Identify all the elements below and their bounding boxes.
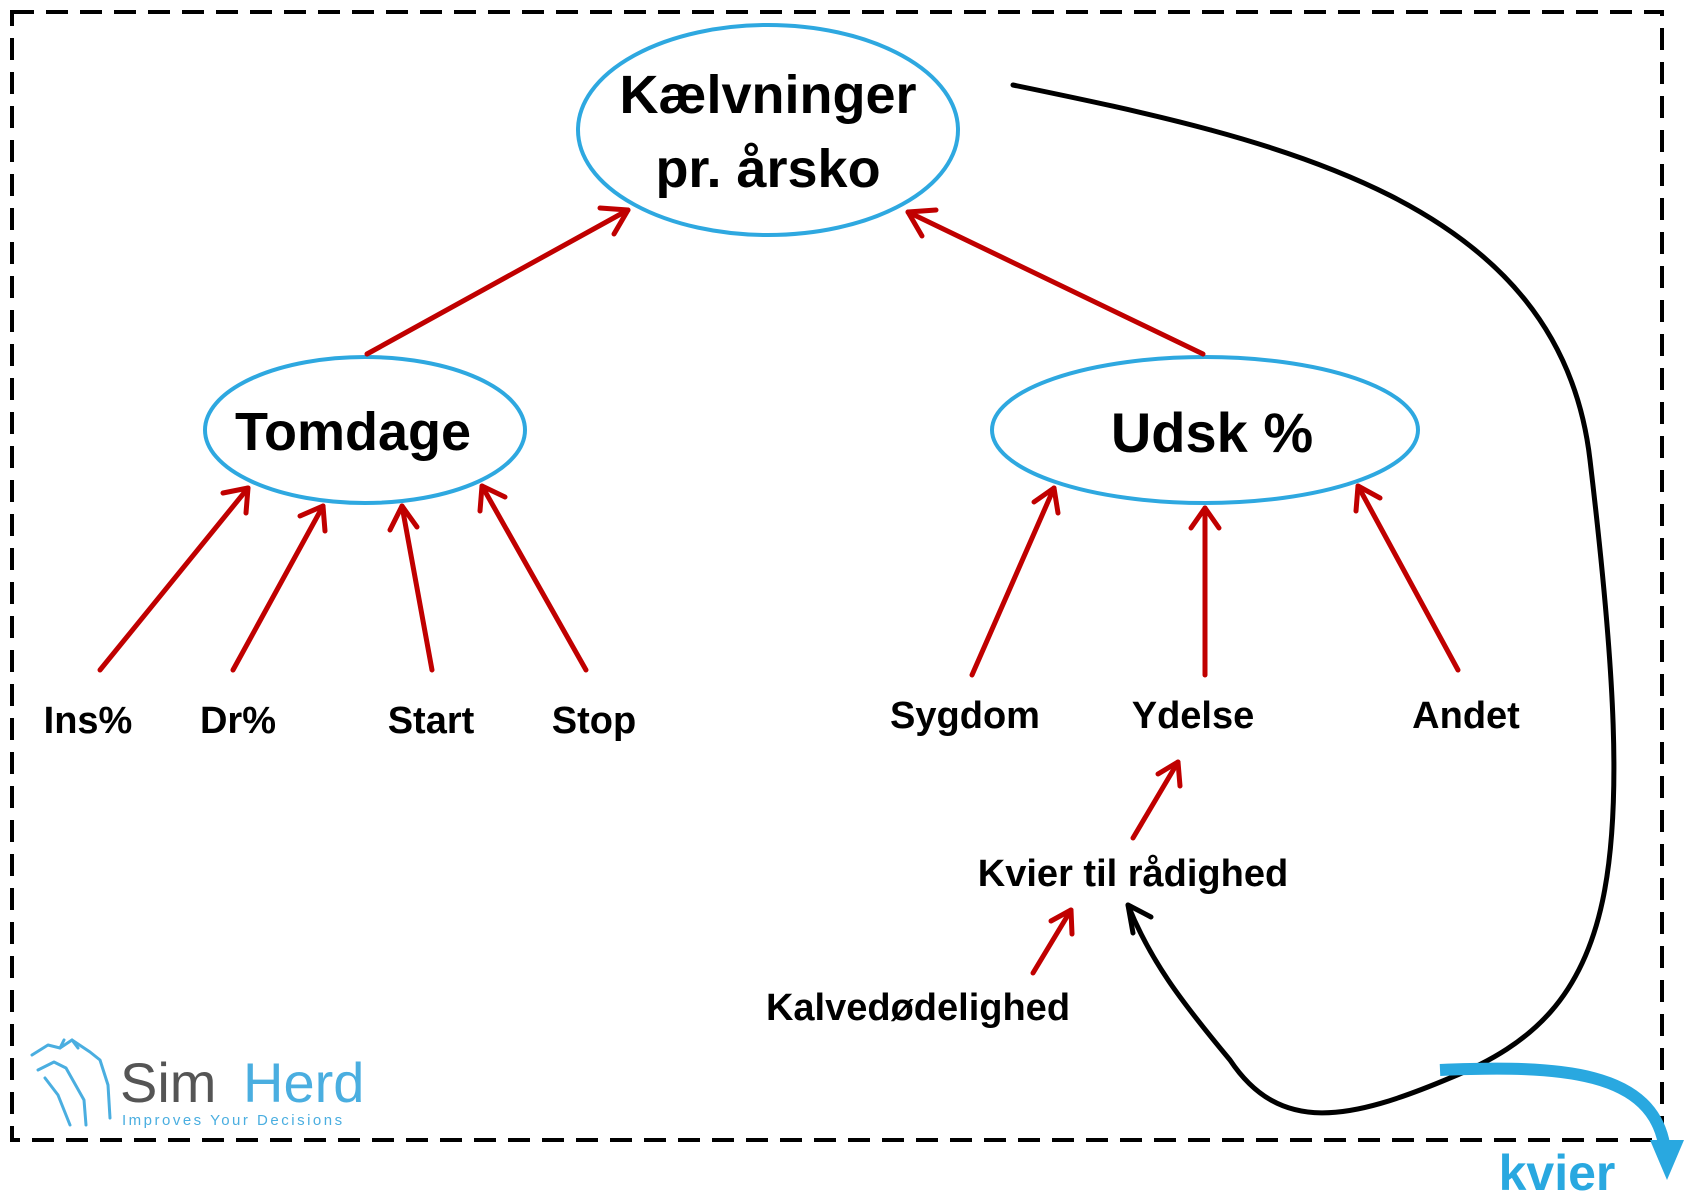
- udsk-label: Udsk %: [1111, 401, 1313, 464]
- red-arrows: [97, 205, 1461, 976]
- feedback-loop-arrow: [1010, 82, 1617, 1116]
- arrow-stop-to-tomdage: [477, 483, 589, 673]
- arrow-ins-to-tomdage: [97, 485, 251, 673]
- dr-label: Dr%: [200, 700, 276, 742]
- root-label-line1: Kælvninger: [619, 65, 916, 125]
- ydelse-label: Ydelse: [1132, 695, 1255, 737]
- logo-tagline: Improves Your Decisions: [122, 1112, 345, 1129]
- udsk-node-ellipse: [990, 355, 1420, 505]
- simherd-logo: Sim Herd Improves Your Decisions: [30, 1038, 364, 1129]
- ins-label: Ins%: [44, 700, 133, 742]
- logo-name-sim: Sim: [120, 1051, 216, 1114]
- root-node-ellipse: [576, 23, 960, 237]
- arrow-start-to-tomdage: [387, 503, 435, 673]
- kalvedoedelighed-label: Kalvedødelighed: [766, 987, 1070, 1029]
- arrow-kalvedoedelighed-to-kvier: [1030, 907, 1075, 976]
- kvier-til-raadighed-label: Kvier til rådighed: [978, 853, 1288, 895]
- arrow-andet-to-udsk: [1353, 483, 1461, 673]
- dashed-border: [10, 10, 1664, 1142]
- arrow-dr-to-tomdage: [230, 503, 328, 673]
- root-label-line2: pr. årsko: [655, 139, 880, 199]
- tomdage-node-ellipse: [203, 355, 527, 505]
- arrow-kvier-to-ydelse: [1130, 759, 1183, 841]
- cow-logo-icon: [30, 1038, 112, 1127]
- arrow-tomdage-to-root: [364, 205, 631, 357]
- arrow-ydelse-to-udsk: [1188, 505, 1222, 678]
- tomdage-label: Tomdage: [235, 402, 471, 462]
- kvier-output-arrow: [1439, 1062, 1684, 1180]
- kvier-output-label: kvier: [1499, 1145, 1616, 1197]
- andet-label: Andet: [1412, 695, 1520, 737]
- arrow-sygdom-to-udsk: [969, 485, 1061, 678]
- start-label: Start: [388, 700, 475, 742]
- arrow-udsk-to-root: [905, 207, 1206, 357]
- stop-label: Stop: [552, 700, 636, 742]
- sygdom-label: Sygdom: [890, 695, 1040, 737]
- logo-name-herd: Herd: [243, 1051, 364, 1114]
